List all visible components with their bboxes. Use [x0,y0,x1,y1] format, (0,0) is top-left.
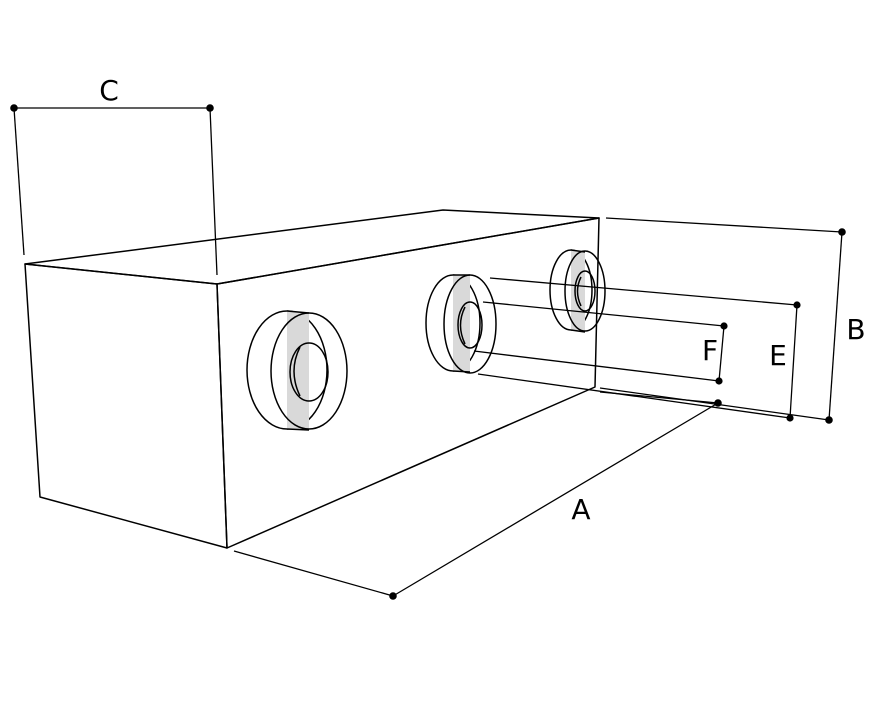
dimension-f-label: F [702,334,718,367]
dimension-a-label: A [571,493,590,526]
dimension-f: F [473,301,728,385]
dimension-b-endpoint [825,416,833,424]
dimension-a-endpoint [389,592,397,600]
dimension-b-endpoint [838,228,846,236]
dimension-c: C [10,74,218,276]
bushing-left [246,310,348,431]
dimension-e: E [477,277,801,422]
dimension-e-endpoint [793,301,801,309]
dimension-c-label: C [99,74,119,107]
dimension-a: A [233,391,722,600]
dimension-b: B [599,217,866,424]
dimension-e-label: E [769,339,787,372]
dimension-a-endpoint [714,399,722,407]
dimension-c-endpoint [206,104,214,112]
dimension-c-endpoint [10,104,18,112]
dimension-f-endpoint [720,322,728,330]
bushing-middle [425,274,497,374]
block-side-face [216,217,600,549]
dimension-f-endpoint [715,377,723,385]
dimension-e-endpoint [786,414,794,422]
block-front-face [24,263,228,549]
block [24,209,600,549]
dimension-b-label: B [846,313,865,346]
